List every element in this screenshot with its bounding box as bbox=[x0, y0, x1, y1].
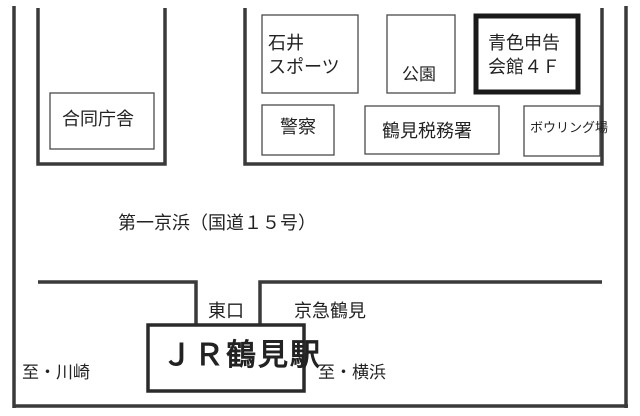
label-keikyu-tsurumi: 京急鶴見 bbox=[294, 301, 366, 322]
road-upper-left-block bbox=[36, 8, 167, 166]
building-aoiro-shinkoku bbox=[473, 13, 581, 95]
label-to-yokohama: 至・横浜 bbox=[318, 363, 386, 383]
label-aoiro-shinkoku: 青色申告 会館４Ｆ bbox=[488, 32, 560, 81]
building-godo-chosha bbox=[49, 92, 155, 150]
label-bowling: ボウリング場 bbox=[530, 121, 609, 136]
road-upper-right-block bbox=[243, 8, 604, 166]
label-koen: 公園 bbox=[402, 65, 436, 85]
label-ishii-sports-line2: スポーツ bbox=[268, 57, 340, 79]
label-aoiro-shinkoku-line2: 会館４Ｆ bbox=[488, 57, 560, 79]
building-tsurumi-zeimusho bbox=[364, 105, 500, 155]
label-keisatsu: 警察 bbox=[280, 117, 316, 138]
label-jr-tsurumi-station: ＪＲ鶴見駅 bbox=[162, 338, 322, 373]
label-tsurumi-zeimusho: 鶴見税務署 bbox=[382, 121, 472, 142]
road-lower-left bbox=[38, 280, 198, 330]
label-ishii-sports-line1: 石井 bbox=[268, 33, 304, 54]
road-lower-right bbox=[258, 280, 602, 330]
building-ishii-sports bbox=[261, 14, 359, 94]
label-ishii-sports: 石井 スポーツ bbox=[268, 32, 340, 81]
label-to-kawasaki: 至・川崎 bbox=[22, 363, 90, 383]
label-road-first-keihin: 第一京浜（国道１５号） bbox=[118, 213, 316, 234]
station-box bbox=[146, 323, 306, 393]
label-east-exit: 東口 bbox=[208, 301, 244, 322]
label-godo-chosha: 合同庁舎 bbox=[62, 109, 134, 130]
building-koen bbox=[386, 14, 456, 94]
building-keisatsu bbox=[261, 104, 335, 156]
building-bowling bbox=[523, 105, 601, 157]
label-aoiro-shinkoku-line1: 青色申告 bbox=[488, 33, 560, 54]
